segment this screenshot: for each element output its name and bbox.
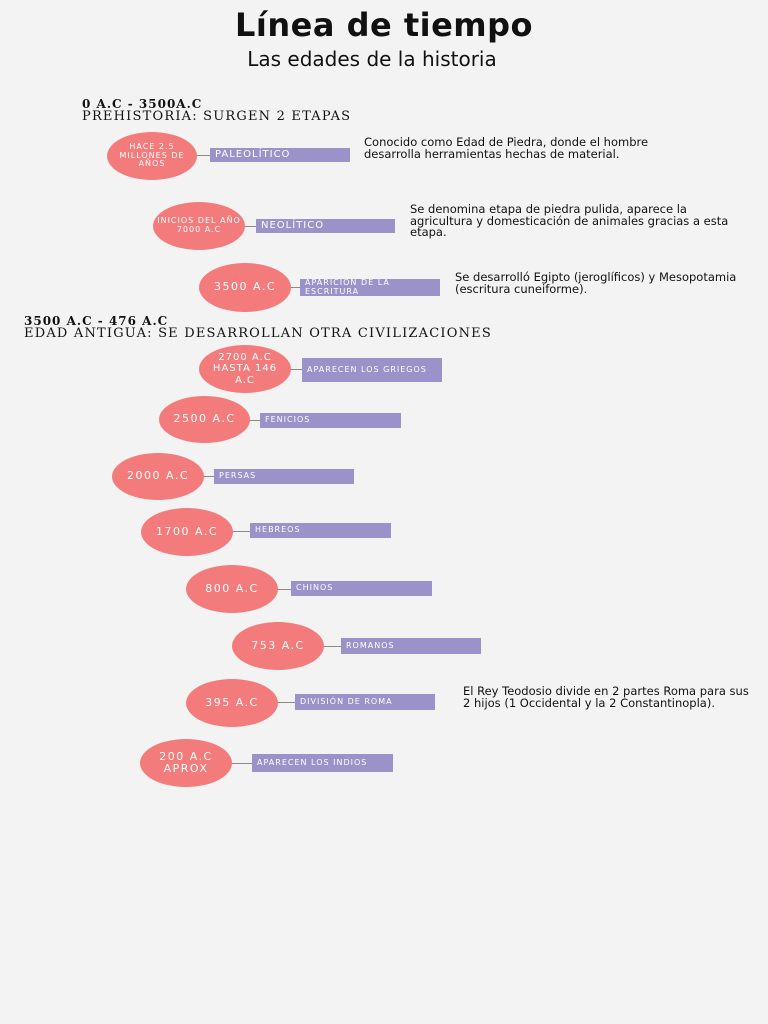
period-range-edad-antigua: 3500 A.C - 476 A.C: [24, 314, 169, 328]
event-label-bar: PALEOLÍTICO: [210, 148, 350, 162]
event-label-bar: DIVISIÓN DE ROMA: [295, 694, 435, 710]
event-label-bar: NEOLÍTICO: [256, 219, 395, 233]
event-label-bar: FENICIOS: [260, 413, 401, 428]
event-date-circle: 200 A.C APROX: [140, 739, 232, 787]
page-subtitle: Las edades de la historia: [247, 47, 497, 71]
connector-line: [231, 531, 250, 532]
event-label-bar: PERSAS: [214, 469, 354, 484]
event-date-circle: 2700 A.C HASTA 146 A.C: [199, 345, 291, 393]
event-date-circle: 753 A.C: [232, 622, 324, 670]
period-heading-prehistoria: PREHISTORIA: SURGEN 2 ETAPAS: [82, 109, 352, 124]
event-date-circle: 800 A.C: [186, 565, 278, 613]
page-title: Línea de tiempo: [234, 6, 534, 44]
connector-line: [196, 155, 210, 156]
event-date-circle: INICIOS DEL AÑO 7000 A.C: [153, 202, 245, 250]
event-date-circle: 2000 A.C: [112, 453, 204, 500]
event-label-bar: APARECEN LOS INDIOS: [252, 754, 393, 772]
event-date-circle: 395 A.C: [186, 679, 278, 727]
connector-line: [276, 589, 291, 590]
connector-line: [248, 420, 260, 421]
event-label-bar: HEBREOS: [250, 523, 391, 538]
period-heading-edad-antigua: EDAD ANTIGUA: SE DESARROLLAN OTRA CIVILI…: [24, 326, 492, 341]
event-label-bar: CHINOS: [291, 581, 432, 596]
event-description: Se denomina etapa de piedra pulida, apar…: [410, 202, 729, 239]
event-label-bar: APARECEN LOS GRIEGOS: [302, 358, 442, 382]
event-description: Conocido como Edad de Piedra, donde el h…: [364, 135, 649, 161]
event-date-circle: 1700 A.C: [141, 508, 233, 556]
period-range-prehistoria: 0 A.C - 3500A.C: [82, 97, 203, 111]
event-description: El Rey Teodosio divide en 2 partes Roma …: [463, 684, 749, 710]
event-date-circle: HACE 2.5 MILLONES DE AÑOS: [107, 132, 197, 180]
event-date-circle: 2500 A.C: [159, 396, 250, 443]
connector-line: [230, 763, 252, 764]
connector-line: [289, 287, 300, 288]
connector-line: [243, 226, 256, 227]
connector-line: [289, 369, 302, 370]
event-label-bar: APARICION DE LA ESCRITURA: [300, 278, 440, 296]
connector-line: [276, 702, 295, 703]
event-date-circle: 3500 A.C: [199, 263, 291, 312]
event-label-bar: ROMANOS: [341, 638, 481, 654]
connector-line: [202, 476, 214, 477]
connector-line: [322, 646, 341, 647]
event-description: Se desarrolló Egipto (jeroglíficos) y Me…: [455, 270, 737, 296]
